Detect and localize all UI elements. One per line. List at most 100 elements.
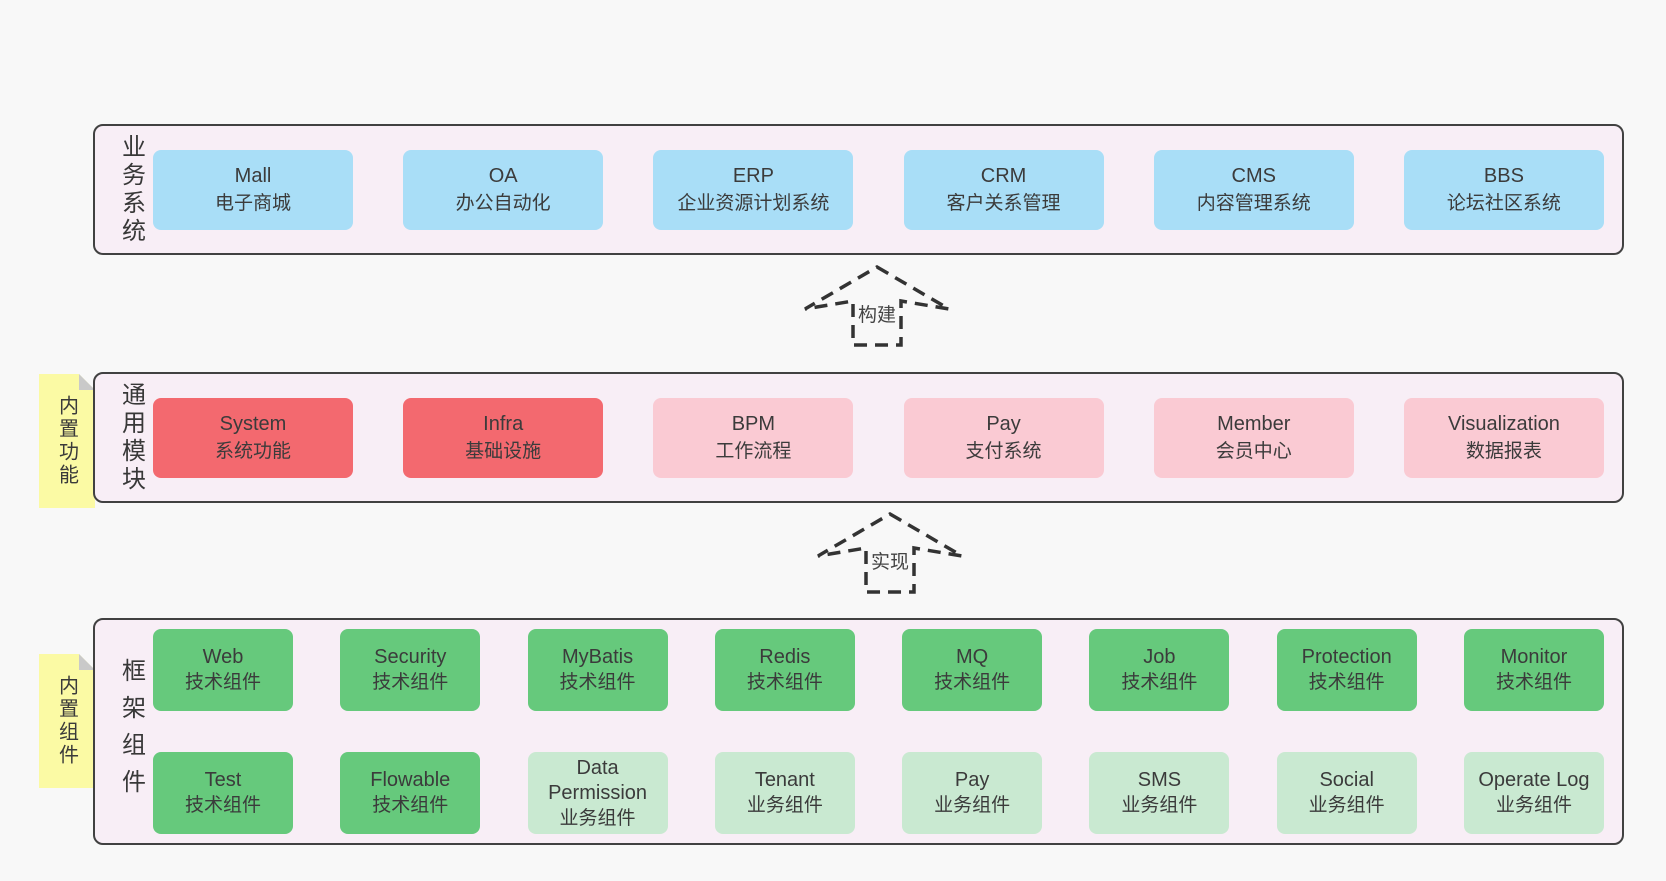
box-title: Test — [204, 769, 242, 792]
business-boxes-row: Mall 电子商城 OA 办公自动化 ERP 企业资源计划系统 CRM 客户关系… — [153, 126, 1604, 253]
box-redis: Redis 技术组件 — [714, 628, 855, 711]
box-tenant: Tenant 业务组件 — [714, 752, 855, 835]
box-title: Flowable — [370, 769, 451, 792]
box-security: Security 技术组件 — [340, 628, 481, 711]
dashed-up-arrow-icon — [817, 511, 963, 594]
arrow-implement-label: 实现 — [867, 547, 913, 574]
box-protection: Protection 技术组件 — [1276, 628, 1417, 711]
box-system: System 系统功能 — [153, 397, 353, 478]
dashed-up-arrow-icon — [804, 264, 950, 347]
arrow-implement: 实现 — [815, 511, 965, 595]
box-title: Job — [1143, 645, 1176, 668]
box-cms: CMS 内容管理系统 — [1153, 149, 1354, 230]
arrow-build: 构建 — [802, 264, 952, 348]
box-subtitle: 技术组件 — [559, 671, 636, 693]
box-bbs: BBS 论坛社区系统 — [1403, 149, 1604, 230]
section-label-business-systems: 业务系统 — [117, 133, 145, 246]
box-title: Data Permission — [548, 756, 648, 804]
box-subtitle: 电子商城 — [214, 192, 291, 214]
box-title: ERP — [732, 164, 774, 187]
box-title: Redis — [759, 645, 811, 668]
box-subtitle: 技术组件 — [372, 795, 449, 817]
box-subtitle: 技术组件 — [1121, 671, 1198, 693]
arrow-build-label: 构建 — [854, 300, 900, 327]
section-framework-components: 框架组件 Web 技术组件 Security 技术组件 MyBatis 技术组件… — [93, 618, 1624, 845]
box-title: BPM — [731, 412, 776, 435]
box-visualization: Visualization 数据报表 — [1403, 397, 1604, 478]
box-mall: Mall 电子商城 — [153, 149, 353, 230]
box-title: CRM — [980, 164, 1027, 187]
box-title: Pay — [954, 769, 990, 792]
box-mq: MQ 技术组件 — [902, 628, 1043, 711]
box-erp: ERP 企业资源计划系统 — [653, 149, 854, 230]
section-business-systems: 业务系统 Mall 电子商城 OA 办公自动化 ERP 企业资源计划系统 CRM… — [93, 124, 1624, 255]
box-title: Infra — [483, 412, 524, 435]
box-title: BBS — [1483, 164, 1524, 187]
box-subtitle: 工作流程 — [715, 440, 792, 462]
box-subtitle: 系统功能 — [214, 440, 291, 462]
box-operate-log: Operate Log 业务组件 — [1463, 752, 1604, 835]
box-subtitle: 业务组件 — [746, 795, 823, 817]
framework-row-1: Web 技术组件 Security 技术组件 MyBatis 技术组件 Redi… — [153, 620, 1604, 720]
box-infra: Infra 基础设施 — [403, 397, 604, 478]
box-sms: SMS 业务组件 — [1089, 752, 1230, 835]
box-job: Job 技术组件 — [1089, 628, 1230, 711]
box-subtitle: 业务组件 — [1308, 795, 1385, 817]
box-member: Member 会员中心 — [1153, 397, 1354, 478]
tab-built-in-features: 内置功能 — [39, 374, 95, 508]
box-subtitle: 业务组件 — [934, 795, 1011, 817]
box-social: Social 业务组件 — [1276, 752, 1417, 835]
box-subtitle: 客户关系管理 — [946, 192, 1061, 214]
box-subtitle: 办公自动化 — [455, 192, 551, 214]
box-subtitle: 基础设施 — [465, 440, 542, 462]
box-web: Web 技术组件 — [153, 628, 293, 711]
section-label-common-modules: 通用模块 — [117, 381, 145, 494]
box-test: Test 技术组件 — [153, 752, 293, 835]
box-title: OA — [488, 164, 518, 187]
box-title: Monitor — [1500, 645, 1568, 668]
framework-row-2: Test 技术组件 Flowable 技术组件 Data Permission … — [153, 744, 1604, 844]
box-subtitle: 技术组件 — [184, 671, 261, 693]
box-subtitle: 企业资源计划系统 — [677, 192, 830, 214]
box-title: MyBatis — [562, 645, 634, 668]
box-title: Security — [374, 645, 447, 668]
box-title: Operate Log — [1478, 769, 1590, 792]
tab-built-in-components: 内置组件 — [39, 654, 95, 788]
box-subtitle: 支付系统 — [965, 440, 1042, 462]
section-label-framework-components: 框架组件 — [117, 657, 145, 806]
box-title: Tenant — [754, 769, 815, 792]
box-subtitle: 技术组件 — [184, 795, 261, 817]
box-title: Member — [1217, 412, 1291, 435]
box-subtitle: 内容管理系统 — [1196, 192, 1311, 214]
box-title: Social — [1319, 769, 1374, 792]
box-subtitle: 技术组件 — [1308, 671, 1385, 693]
box-subtitle: 业务组件 — [1495, 795, 1572, 817]
box-pay-component: Pay 业务组件 — [902, 752, 1043, 835]
box-subtitle: 业务组件 — [1121, 795, 1198, 817]
modules-boxes-row: System 系统功能 Infra 基础设施 BPM 工作流程 Pay 支付系统… — [153, 374, 1604, 501]
box-title: Visualization — [1447, 412, 1560, 435]
box-subtitle: 论坛社区系统 — [1446, 192, 1561, 214]
box-flowable: Flowable 技术组件 — [340, 752, 481, 835]
box-title: MQ — [956, 645, 989, 668]
box-oa: OA 办公自动化 — [403, 149, 604, 230]
box-crm: CRM 客户关系管理 — [903, 149, 1104, 230]
framework-rows: Web 技术组件 Security 技术组件 MyBatis 技术组件 Redi… — [153, 620, 1604, 843]
box-subtitle: 技术组件 — [934, 671, 1011, 693]
box-title: Pay — [986, 412, 1021, 435]
box-subtitle: 技术组件 — [372, 671, 449, 693]
box-title: System — [219, 412, 287, 435]
box-title: Web — [202, 645, 244, 668]
box-bpm: BPM 工作流程 — [653, 397, 854, 478]
section-common-modules: 通用模块 System 系统功能 Infra 基础设施 BPM 工作流程 Pay… — [93, 372, 1624, 503]
box-pay-module: Pay 支付系统 — [903, 397, 1104, 478]
box-title: SMS — [1137, 769, 1182, 792]
box-subtitle: 会员中心 — [1215, 440, 1292, 462]
box-title: Mall — [234, 164, 272, 187]
box-subtitle: 技术组件 — [746, 671, 823, 693]
box-subtitle: 数据报表 — [1465, 440, 1542, 462]
box-monitor: Monitor 技术组件 — [1463, 628, 1604, 711]
tab-built-in-features-label: 内置功能 — [55, 395, 78, 487]
box-title: CMS — [1231, 164, 1276, 187]
box-subtitle: 技术组件 — [1495, 671, 1572, 693]
